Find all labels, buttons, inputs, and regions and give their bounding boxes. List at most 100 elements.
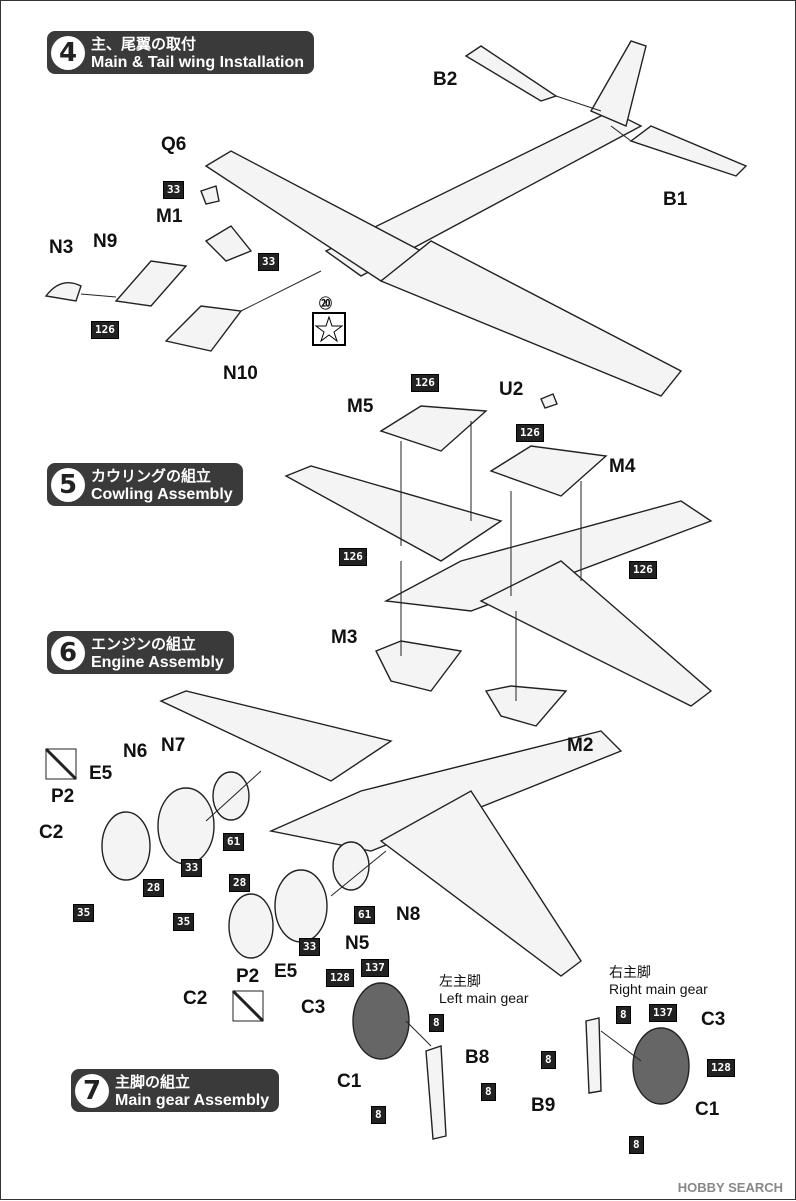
part-label: M4 — [609, 456, 636, 477]
cowl-m3 — [375, 640, 463, 692]
paint-code: 8 — [629, 1136, 644, 1154]
part-label: P2 — [236, 966, 260, 987]
wheel-right — [632, 1027, 690, 1105]
step-title-en: Main gear Assembly — [115, 1092, 270, 1109]
tailplane-b2 — [464, 45, 558, 102]
paint-code: 61 — [354, 906, 376, 924]
paint-code: 28 — [143, 879, 165, 897]
part-label: N6 — [123, 741, 148, 762]
engine-n5 — [274, 869, 328, 943]
part-label: N7 — [161, 735, 186, 756]
part-label: E5 — [89, 763, 113, 784]
step-title-jp: 主、尾翼の取付 — [91, 35, 197, 53]
left-wing-step5 — [284, 465, 503, 562]
paint-code: 126 — [91, 321, 119, 339]
part-label: M3 — [331, 627, 358, 648]
paint-code: 33 — [181, 859, 203, 877]
part-label: N10 — [223, 363, 258, 384]
engine-e5-left — [101, 811, 151, 881]
part-label: C2 — [183, 988, 208, 1009]
fuselage-step4 — [324, 110, 643, 277]
part-label: C1 — [337, 1071, 362, 1092]
step-title-jp: エンジンの組立 — [91, 635, 197, 653]
part-label: N8 — [396, 904, 421, 925]
vertical-tail-step4 — [590, 40, 647, 127]
step-title-en: Cowling Assembly — [91, 486, 233, 503]
paint-code: 33 — [163, 181, 185, 199]
caption-jp: 左主脚 — [439, 973, 481, 989]
part-label: B1 — [663, 189, 688, 210]
engine-n6 — [157, 787, 215, 865]
part-label: N5 — [345, 933, 370, 954]
cowl-m4 — [489, 445, 608, 497]
caption-jp: 右主脚 — [609, 964, 651, 980]
part-label: C3 — [301, 997, 326, 1018]
paint-code: 8 — [371, 1106, 386, 1124]
caption-en: Left main gear — [439, 990, 529, 1006]
step-number: 5 — [51, 467, 85, 502]
paint-code: 8 — [429, 1014, 444, 1032]
paint-code: 126 — [339, 548, 367, 566]
right-wing-step5 — [479, 560, 713, 707]
part-q6 — [200, 185, 220, 205]
paint-code: 137 — [361, 959, 389, 977]
nose-n3 — [44, 282, 82, 302]
part-label: Q6 — [161, 134, 187, 155]
left-wing-step6 — [159, 690, 393, 782]
part-label: C3 — [701, 1009, 726, 1030]
ring-n7 — [212, 771, 250, 821]
part-label: C2 — [39, 822, 64, 843]
paint-code: 35 — [73, 904, 95, 922]
left-wing-step4 — [204, 150, 423, 282]
step-number: 6 — [51, 635, 85, 670]
paint-code: 128 — [326, 969, 354, 987]
cowl-m5 — [379, 405, 488, 452]
ring-n8 — [332, 841, 370, 891]
part-label: C1 — [695, 1099, 720, 1120]
watermark: HOBBY SEARCH — [677, 1180, 783, 1195]
paint-code: 126 — [516, 424, 544, 442]
step-title-jp: カウリングの組立 — [91, 467, 212, 485]
cowl-m2 — [484, 685, 568, 727]
right-gear-caption: 右主脚 Right main gear — [609, 964, 708, 998]
fuselage-step5 — [383, 500, 713, 612]
paint-code: 8 — [616, 1006, 631, 1024]
right-wing-step6 — [379, 790, 582, 977]
engine-e5-right — [228, 893, 274, 959]
star-icon — [314, 315, 344, 343]
part-label: N9 — [93, 231, 118, 252]
paint-code: 28 — [229, 874, 251, 892]
part-label: E5 — [274, 961, 298, 982]
strut-b9 — [585, 1017, 602, 1094]
part-label: B8 — [465, 1047, 490, 1068]
part-label: M2 — [567, 735, 594, 756]
paint-code: 33 — [299, 938, 321, 956]
paint-code: 126 — [411, 374, 439, 392]
paint-code: 8 — [541, 1051, 556, 1069]
part-label: U2 — [499, 379, 524, 400]
part-u2 — [540, 393, 558, 409]
paint-code: 128 — [707, 1059, 735, 1077]
wheel-left — [352, 982, 410, 1060]
cowl-n10 — [164, 305, 243, 352]
step-title-en: Engine Assembly — [91, 654, 224, 671]
step-title-en: Main & Tail wing Installation — [91, 54, 305, 71]
part-label: P2 — [51, 786, 75, 807]
tailplane-b1 — [629, 125, 748, 177]
strut-b8 — [425, 1045, 447, 1140]
part-label: M1 — [156, 206, 183, 227]
part-label: B2 — [433, 69, 458, 90]
cowl-n9 — [114, 260, 188, 307]
step-number: 7 — [75, 1073, 109, 1108]
paint-code: 126 — [629, 561, 657, 579]
paint-code: 33 — [258, 253, 280, 271]
paint-code: 61 — [223, 833, 245, 851]
left-gear-caption: 左主脚 Left main gear — [439, 973, 529, 1007]
paint-code: 137 — [649, 1004, 677, 1022]
